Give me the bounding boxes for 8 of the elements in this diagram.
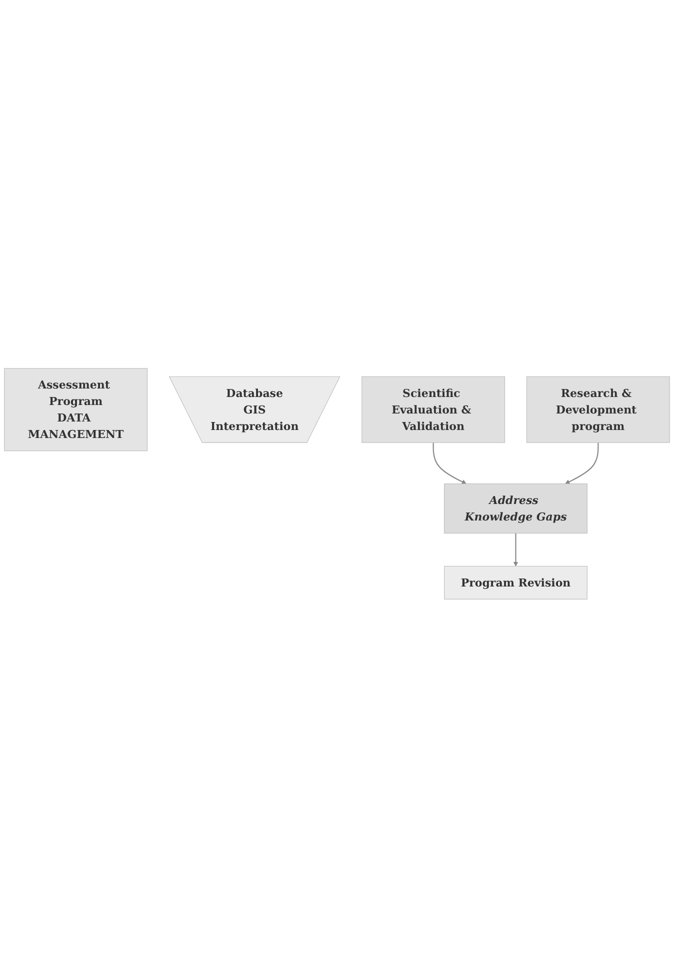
node-box: Scientific Evaluation & Validation [362,376,506,444]
arrow [513,533,518,567]
arrow [564,442,599,484]
arrow [432,442,466,484]
node-box: Program Revision [444,566,588,600]
node-box: Assessment Program DATA MANAGEMENT [4,368,148,452]
node-box: Research & Development program [526,376,670,444]
node-box: Address Knowledge Gaps [444,484,588,534]
